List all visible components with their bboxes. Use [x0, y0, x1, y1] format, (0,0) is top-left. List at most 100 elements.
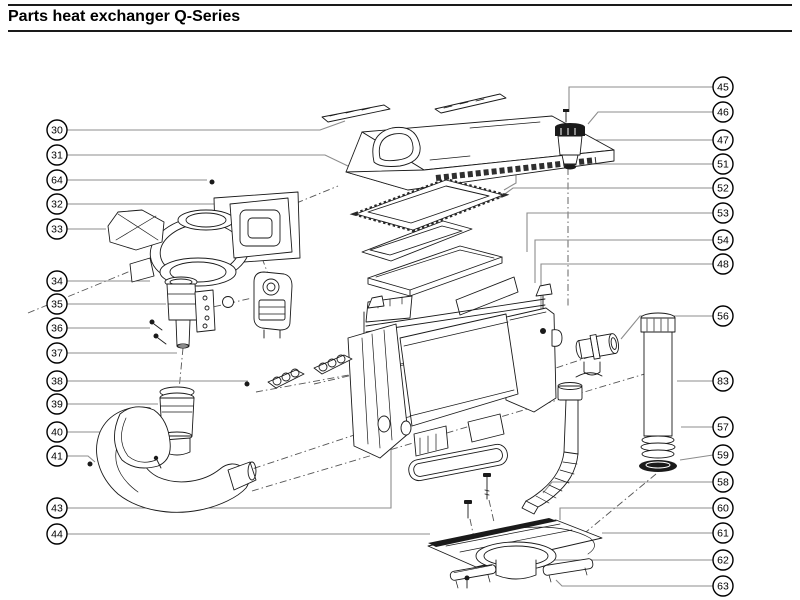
callout-39: 39 [46, 393, 68, 415]
front-insulation-panel [367, 245, 503, 297]
callout-number-35: 35 [51, 299, 63, 311]
callout-number-64: 64 [51, 175, 63, 187]
siphon-grommet [639, 460, 677, 472]
callout-37: 37 [46, 342, 68, 364]
callout-number-36: 36 [51, 323, 63, 335]
callout-circle-57 [712, 416, 734, 438]
callout-64: 64 [46, 169, 68, 191]
callout-circle-30 [46, 119, 68, 141]
leader-line-53 [526, 212, 713, 252]
callout-48: 48 [712, 253, 734, 275]
callout-38: 38 [46, 370, 68, 392]
callout-number-58: 58 [717, 477, 729, 489]
callout-32: 32 [46, 193, 68, 215]
callout-circle-33 [46, 218, 68, 240]
callout-number-57: 57 [717, 422, 729, 434]
o-ring [222, 296, 234, 308]
callout-number-38: 38 [51, 376, 63, 388]
callout-circle-48 [712, 253, 734, 275]
callout-46: 46 [712, 101, 734, 123]
callout-number-46: 46 [717, 107, 729, 119]
callout-number-45: 45 [717, 82, 729, 94]
callout-36: 36 [46, 317, 68, 339]
callout-61: 61 [712, 522, 734, 544]
callout-circle-47 [712, 129, 734, 151]
callout-83: 83 [712, 370, 734, 392]
gas-valve [253, 271, 293, 339]
callout-circle-53 [712, 202, 734, 224]
callout-circle-31 [46, 144, 68, 166]
callout-circle-58 [712, 471, 734, 493]
leader-line-58 [542, 481, 713, 494]
callout-circle-56 [712, 305, 734, 327]
callout-number-31: 31 [51, 150, 63, 162]
rear-insulation-panel [455, 276, 519, 316]
callout-43: 43 [46, 497, 68, 519]
callout-58: 58 [712, 471, 734, 493]
venturi-screws [149, 319, 167, 345]
top-rule [8, 4, 792, 6]
venturi-mixer [164, 276, 216, 349]
hose-clip [575, 361, 603, 378]
callout-number-62: 62 [717, 555, 729, 567]
page-title: Parts heat exchanger Q-Series [8, 8, 241, 25]
leader-line-60 [559, 507, 713, 520]
callout-circle-52 [712, 177, 734, 199]
callout-number-39: 39 [51, 399, 63, 411]
callout-number-33: 33 [51, 224, 63, 236]
callout-circle-43 [46, 497, 68, 519]
callout-circle-62 [712, 549, 734, 571]
callout-circle-36 [46, 317, 68, 339]
screws-above-pan [464, 473, 491, 519]
callout-number-32: 32 [51, 199, 63, 211]
callout-circle-64 [46, 169, 68, 191]
callout-circle-40 [46, 421, 68, 443]
callout-33: 33 [46, 218, 68, 240]
callout-number-56: 56 [717, 311, 729, 323]
heat-exchanger-block [347, 283, 563, 459]
ignition-electrodes [244, 354, 353, 389]
leader-line-54 [534, 239, 713, 283]
callout-circle-45 [712, 76, 734, 98]
callout-52: 52 [712, 177, 734, 199]
callout-number-44: 44 [51, 529, 63, 541]
callout-circle-61 [712, 522, 734, 544]
condensate-pan [427, 518, 603, 589]
leader-line-46 [587, 111, 713, 125]
callout-circle-35 [46, 293, 68, 315]
callout-60: 60 [712, 497, 734, 519]
callout-number-43: 43 [51, 503, 63, 515]
leader-line-31 [67, 154, 351, 168]
leader-line-41 [67, 455, 96, 463]
callout-number-37: 37 [51, 348, 63, 360]
callout-number-63: 63 [717, 581, 729, 593]
title-underline [8, 30, 792, 32]
callout-number-41: 41 [51, 451, 63, 463]
callout-44: 44 [46, 523, 68, 545]
callout-circle-32 [46, 193, 68, 215]
callout-number-34: 34 [51, 276, 63, 288]
auto-air-vent [555, 109, 585, 170]
callout-34: 34 [46, 270, 68, 292]
callout-number-47: 47 [717, 135, 729, 147]
callout-circles: 3031643233343536373839404143444546475152… [46, 76, 734, 597]
callout-45: 45 [712, 76, 734, 98]
burner-gasket-frame [349, 177, 510, 233]
callout-circle-41 [46, 445, 68, 467]
callout-circle-37 [46, 342, 68, 364]
callout-35: 35 [46, 293, 68, 315]
callout-circle-63 [712, 575, 734, 597]
callout-circle-39 [46, 393, 68, 415]
callout-54: 54 [712, 229, 734, 251]
callout-59: 59 [712, 444, 734, 466]
callout-31: 31 [46, 144, 68, 166]
callout-number-51: 51 [717, 159, 729, 171]
callout-circle-34 [46, 270, 68, 292]
mounting-strip-right [434, 93, 507, 114]
callout-51: 51 [712, 153, 734, 175]
callout-41: 41 [46, 445, 68, 467]
bolt-48 [540, 328, 546, 334]
callout-number-53: 53 [717, 208, 729, 220]
